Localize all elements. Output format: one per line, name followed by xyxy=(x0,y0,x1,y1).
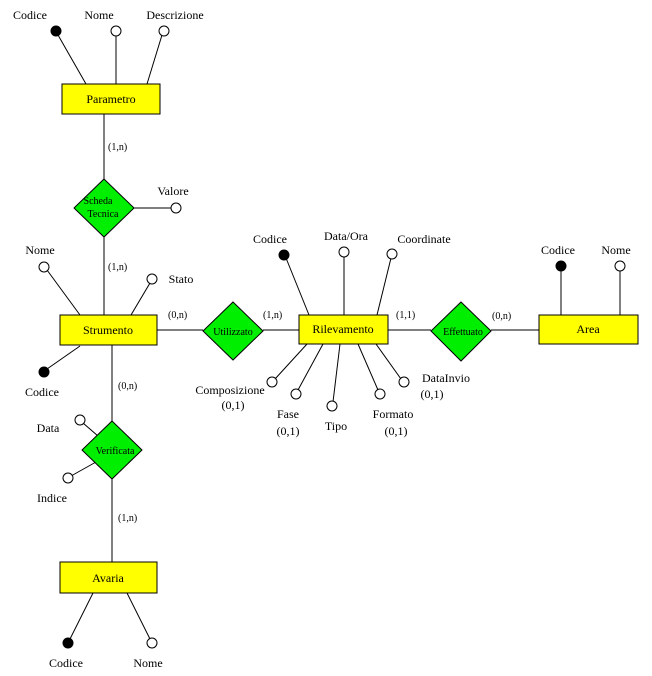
cardinality-label: (0,1) xyxy=(421,387,444,401)
cardinality-label: (1,n) xyxy=(108,262,127,273)
attribute-icon xyxy=(374,388,386,400)
attribute-label: Indice xyxy=(37,491,67,505)
entity-avaria[interactable]: Avaria xyxy=(59,561,158,594)
relationship-label: Effettuato xyxy=(443,327,483,338)
attribute-label: Data xyxy=(37,421,60,435)
key-attribute-icon xyxy=(50,25,62,37)
attribute-label: Nome xyxy=(84,8,113,22)
entity-parametro[interactable]: Parametro xyxy=(61,83,161,115)
relationship-label: Tecnica xyxy=(88,209,120,220)
cardinality-label: (0,n) xyxy=(118,381,137,392)
attribute-icon xyxy=(158,25,170,37)
attribute-icon xyxy=(398,376,410,388)
attribute-icon xyxy=(614,260,626,272)
attribute-label: Nome xyxy=(601,243,630,257)
entity-strumento[interactable]: Strumento xyxy=(59,314,158,346)
key-attribute-icon xyxy=(62,637,74,649)
attribute-label: Coordinate xyxy=(397,232,450,246)
attribute-icon xyxy=(326,400,338,412)
attribute-label: Tipo xyxy=(325,419,347,433)
attribute-label: Stato xyxy=(169,272,194,286)
cardinality-label: (1,n) xyxy=(118,513,137,524)
attribute-label: Composizione xyxy=(195,383,264,397)
attribute-icon xyxy=(74,414,86,426)
cardinality-label: (1,1) xyxy=(396,310,415,321)
attribute-icon xyxy=(170,202,182,214)
relationship-label: Utilizzato xyxy=(213,327,252,338)
attribute-label: Codice xyxy=(49,656,83,670)
attribute-label: Data/Ora xyxy=(324,229,369,243)
attribute-icon xyxy=(338,246,350,258)
key-attribute-icon xyxy=(38,366,50,378)
key-attribute-icon xyxy=(278,249,290,261)
cardinality-label: (0,1) xyxy=(277,424,300,438)
entity-area[interactable]: Area xyxy=(538,314,639,345)
key-attribute-icon xyxy=(555,260,567,272)
attribute-icon xyxy=(38,261,50,273)
entity-rilevamento[interactable]: Rilevamento xyxy=(298,314,389,345)
attribute-icon xyxy=(266,376,278,388)
relationship-scheda-tecnica[interactable]: Scheda Tecnica xyxy=(73,178,135,238)
entity-label: Parametro xyxy=(86,92,135,106)
attribute-icon xyxy=(146,273,158,285)
attribute-label: Fase xyxy=(277,407,299,421)
entity-label: Rilevamento xyxy=(312,322,373,336)
attribute-label: Nome xyxy=(133,656,162,670)
attribute-label: Codice xyxy=(541,243,575,257)
attribute-icon xyxy=(110,25,122,37)
cardinality-label: (0,1) xyxy=(222,398,245,412)
connector-lines xyxy=(46,34,621,640)
entity-label: Area xyxy=(576,322,600,336)
relationship-effettuato[interactable]: Effettuato xyxy=(430,301,492,362)
attribute-label: Codice xyxy=(253,232,287,246)
cardinality-label: (0,1) xyxy=(385,424,408,438)
attribute-icon xyxy=(386,248,398,260)
attribute-label: Descrizione xyxy=(146,8,203,22)
cardinality-label: (1,n) xyxy=(263,310,282,321)
attribute-icon xyxy=(62,472,74,484)
attribute-label: Formato xyxy=(373,407,414,421)
attribute-icon xyxy=(146,637,158,649)
relationship-verificata[interactable]: Verificata xyxy=(81,420,143,480)
attribute-label: Codice xyxy=(25,385,59,399)
attribute-icon xyxy=(290,388,302,400)
relationship-label: Verificata xyxy=(96,446,135,457)
attribute-label: Valore xyxy=(157,184,188,198)
entity-label: Avaria xyxy=(92,571,124,585)
cardinality-label: (1,n) xyxy=(108,142,127,153)
attribute-label: DataInvio xyxy=(422,371,470,385)
cardinality-label: (0,n) xyxy=(168,310,187,321)
attribute-label: Nome xyxy=(25,243,54,257)
relationship-utilizzato[interactable]: Utilizzato xyxy=(202,301,264,361)
entity-label: Strumento xyxy=(83,323,133,337)
relationship-label: Scheda xyxy=(84,196,113,207)
attribute-label: Codice xyxy=(13,8,47,22)
cardinality-label: (0,n) xyxy=(492,311,511,322)
